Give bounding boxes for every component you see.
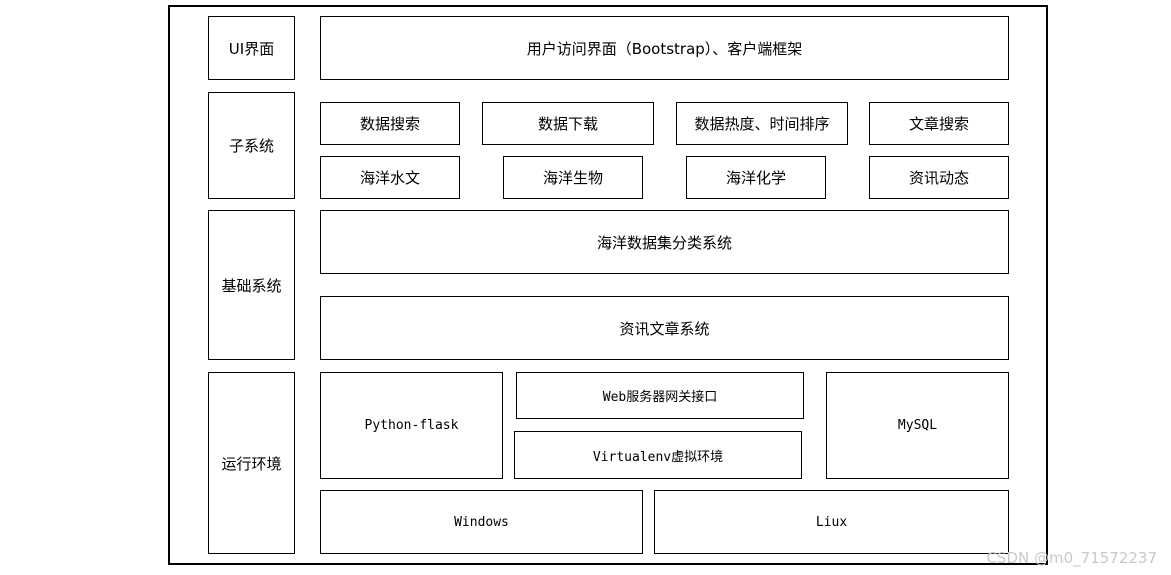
- layer-label-base: 基础系统: [208, 210, 295, 360]
- runtime-mysql: MySQL: [826, 372, 1009, 479]
- runtime-windows: Windows: [320, 490, 643, 554]
- subsystem-chemistry: 海洋化学: [686, 156, 826, 199]
- subsystem-hydrology: 海洋水文: [320, 156, 460, 199]
- subsystem-article-search: 文章搜索: [869, 102, 1009, 145]
- watermark: CSDN @m0_71572237: [986, 549, 1157, 567]
- layer-label-subsystem: 子系统: [208, 92, 295, 199]
- runtime-python-flask: Python-flask: [320, 372, 503, 479]
- subsystem-biology: 海洋生物: [503, 156, 643, 199]
- subsystem-news: 资讯动态: [869, 156, 1009, 199]
- subsystem-data-sort: 数据热度、时间排序: [676, 102, 848, 145]
- base-article-system: 资讯文章系统: [320, 296, 1009, 360]
- subsystem-data-download: 数据下载: [482, 102, 654, 145]
- layer-label-runtime: 运行环境: [208, 372, 295, 554]
- runtime-wsgi-gateway: Web服务器网关接口: [516, 372, 804, 419]
- subsystem-data-search: 数据搜索: [320, 102, 460, 145]
- architecture-diagram: [168, 5, 1048, 565]
- layer-label-ui: UI界面: [208, 16, 295, 80]
- base-dataset-classification: 海洋数据集分类系统: [320, 210, 1009, 274]
- runtime-linux: Liux: [654, 490, 1009, 554]
- runtime-virtualenv: Virtualenv虚拟环境: [514, 431, 802, 479]
- ui-content-box: 用户访问界面（Bootstrap）、客户端框架: [320, 16, 1009, 80]
